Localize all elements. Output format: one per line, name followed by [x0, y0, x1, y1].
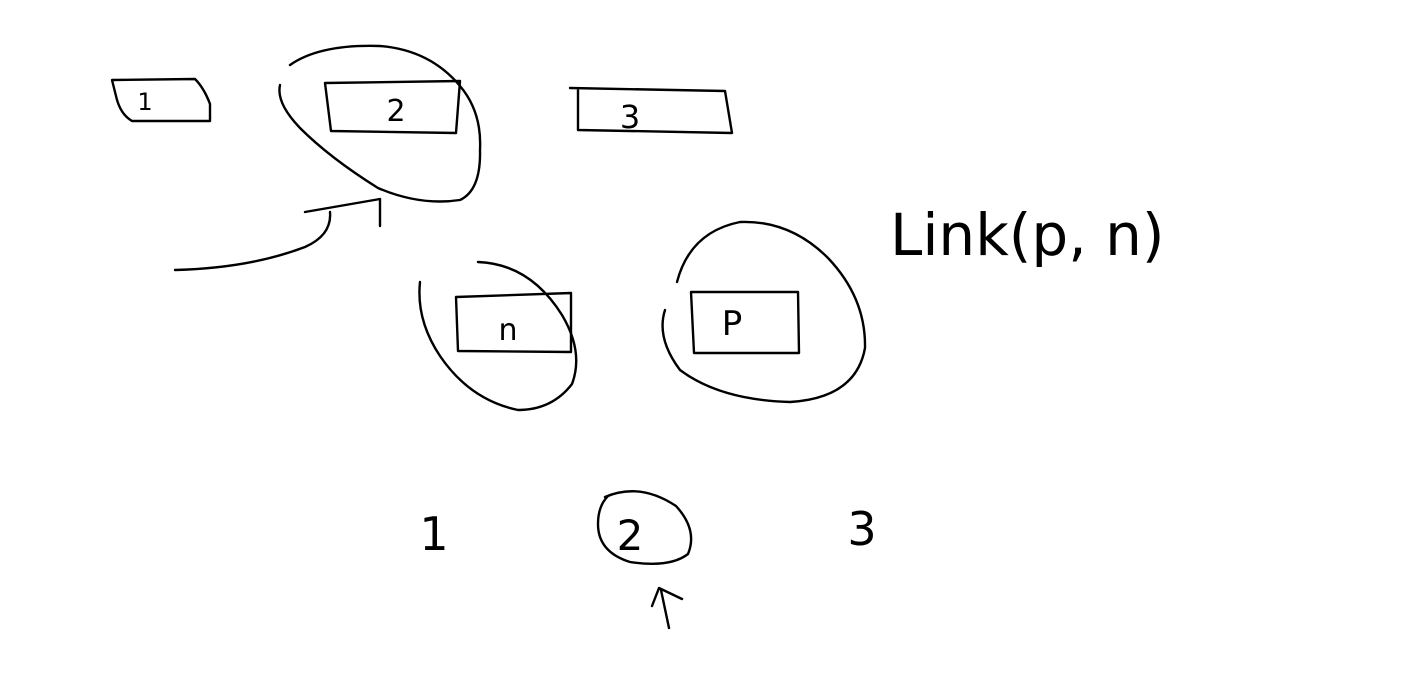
highlight-circle-p — [661, 220, 867, 404]
node-box-1: 1 — [110, 77, 212, 123]
node-box-3: 3 — [568, 86, 734, 136]
node-box-3-label: 3 — [620, 98, 640, 136]
bottom-number-3: 3 — [847, 502, 876, 556]
highlight-circle-n — [418, 260, 578, 412]
pointer-arrow-head — [303, 197, 382, 228]
up-arrow — [650, 586, 684, 630]
node-box-2-label: 2 — [386, 94, 405, 129]
bottom-number-2-group: 2 — [596, 490, 693, 565]
node-box-2: 2 — [323, 79, 462, 135]
bottom-number-1: 1 — [419, 507, 448, 561]
highlight-circle-box-2 — [278, 44, 482, 203]
node-box-p-label: P — [722, 304, 743, 344]
bottom-number-2: 2 — [617, 511, 644, 560]
node-box-p: P — [689, 290, 801, 355]
node-box-n-label: n — [498, 313, 517, 348]
node-box-1-label: 1 — [137, 88, 152, 116]
highlight-circle-2 — [596, 490, 693, 565]
link-expression: Link(p, n) — [890, 201, 1164, 269]
node-box-n: n — [454, 291, 573, 354]
pointer-arrow — [173, 210, 332, 272]
